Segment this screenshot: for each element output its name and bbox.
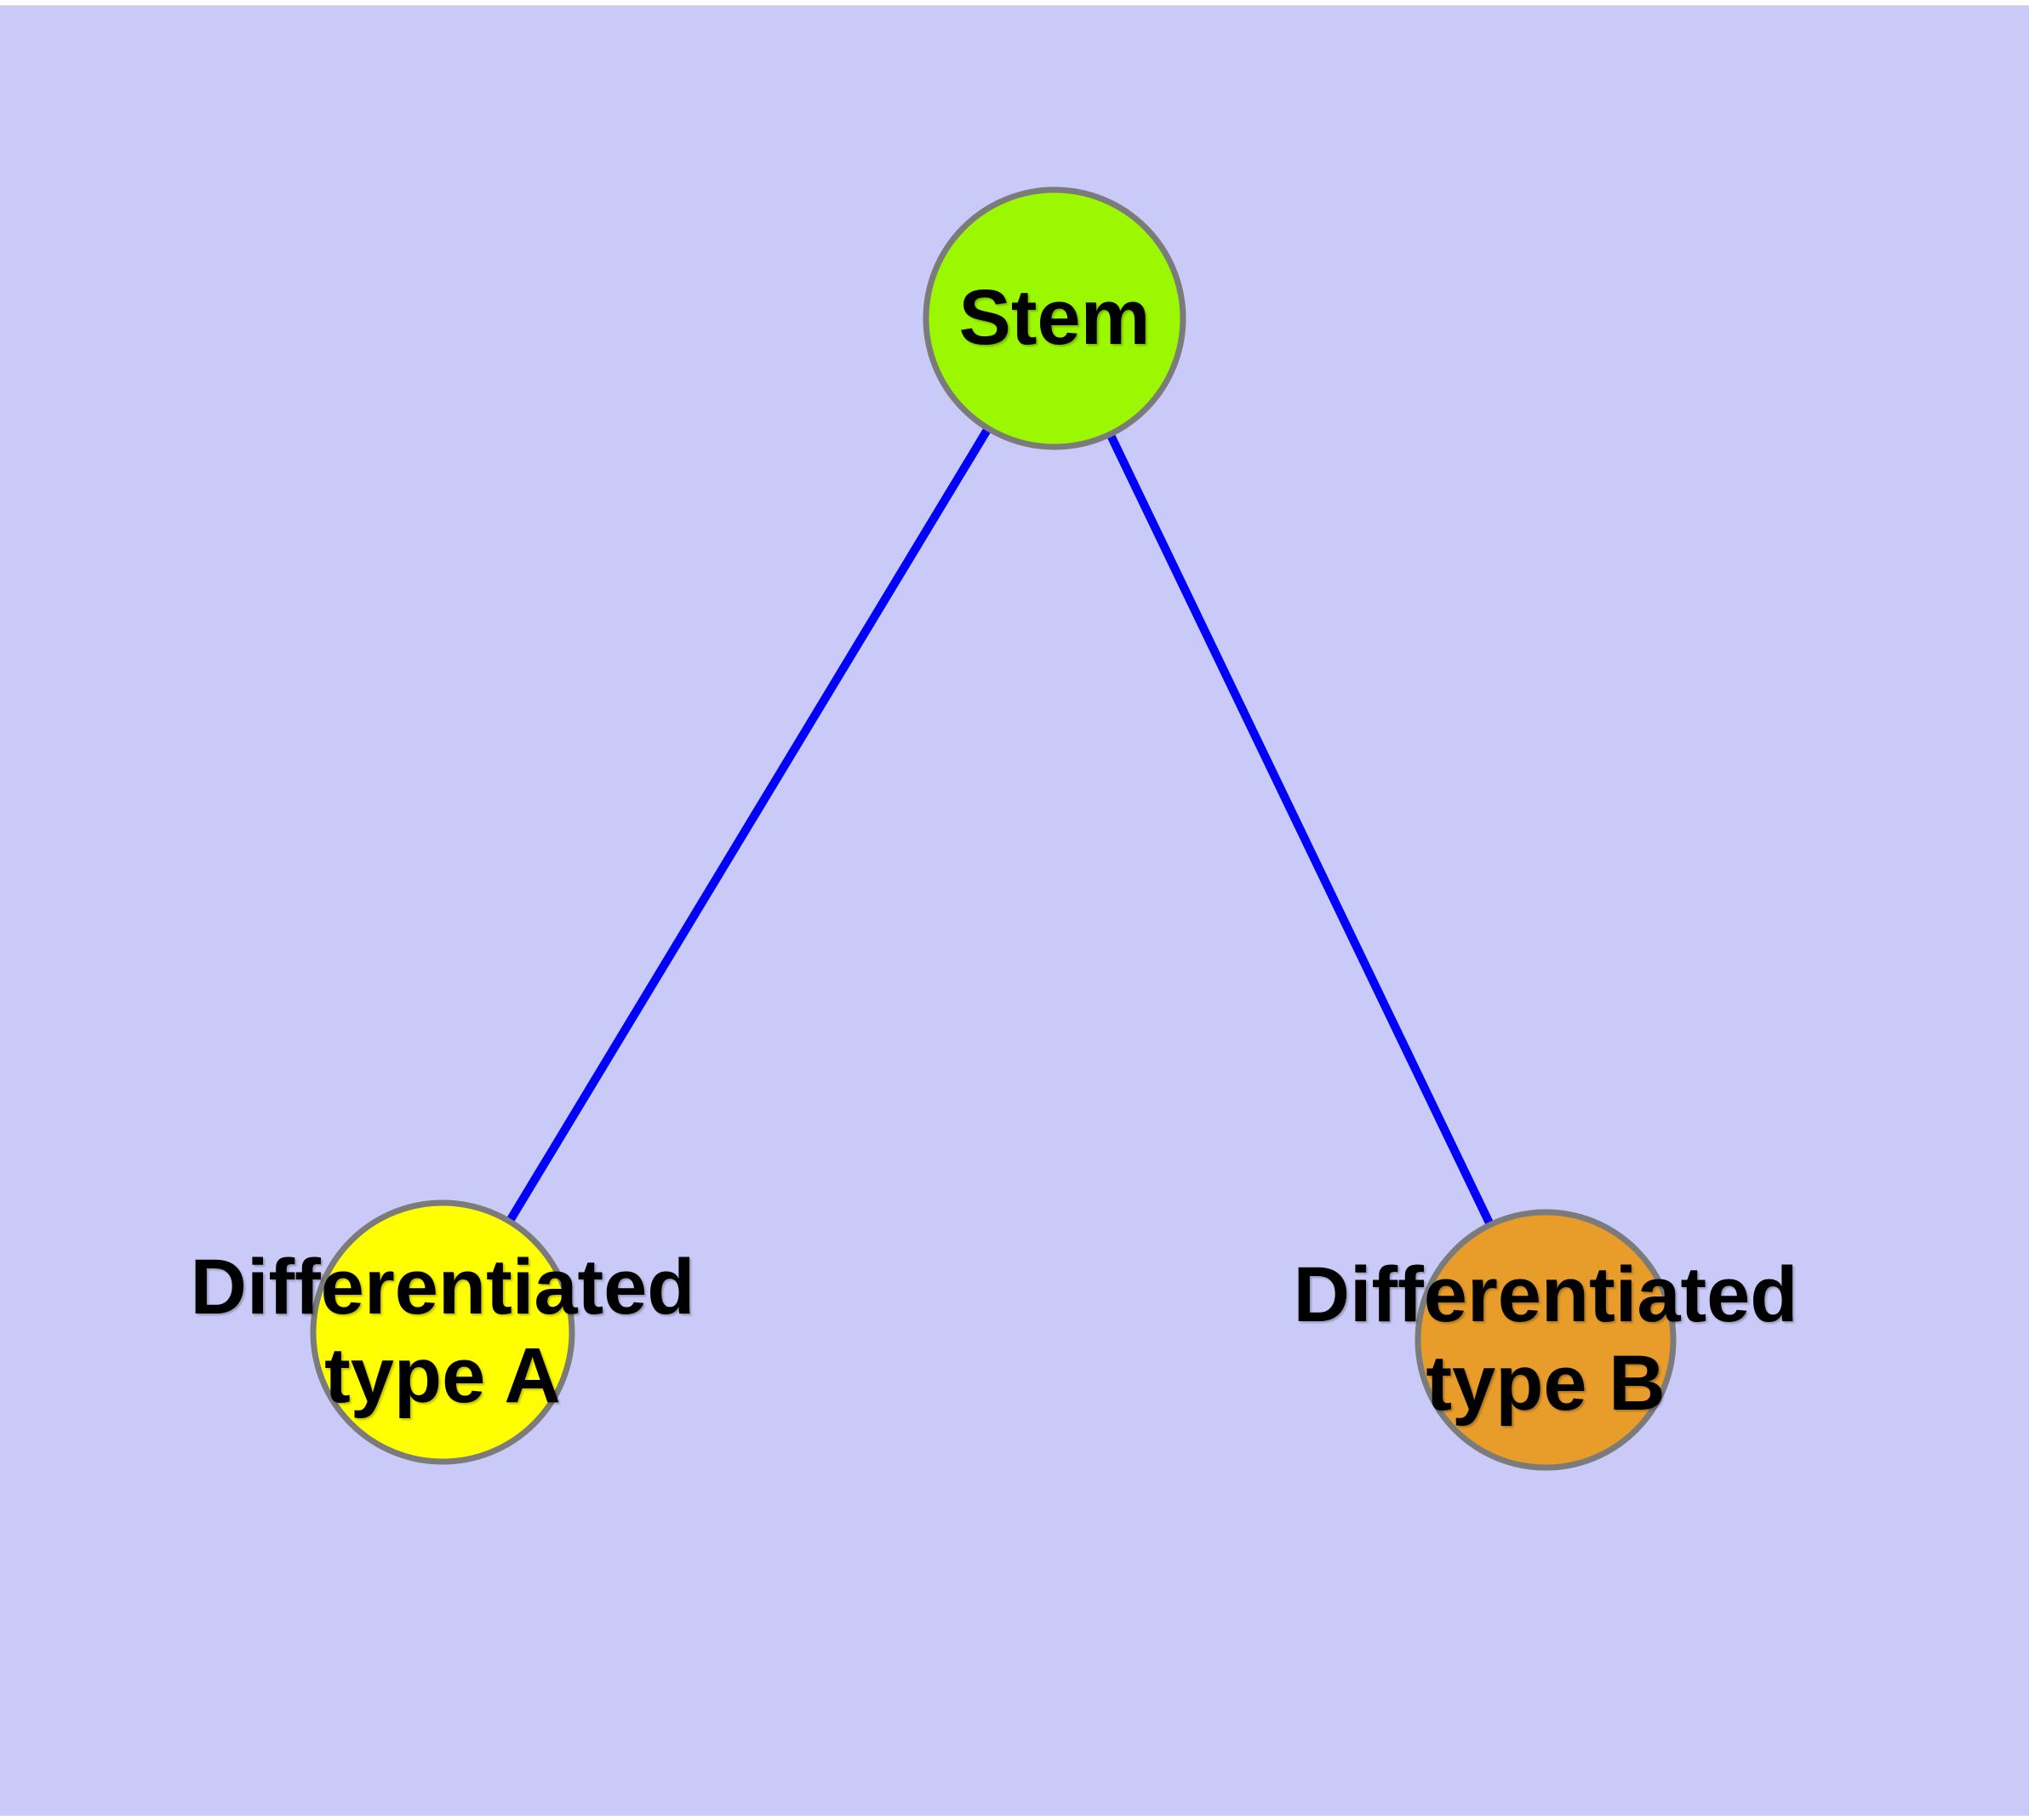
- node-label-diff-b: Differentiated type B: [1293, 1251, 1798, 1427]
- node-diff-a: [310, 1199, 575, 1465]
- top-margin: [0, 0, 2029, 6]
- edge-stem-to-diff-a: [438, 316, 1059, 1335]
- bottom-margin: [0, 1816, 2029, 1820]
- node-stem: [923, 186, 1186, 450]
- node-label-stem: Stem: [958, 274, 1151, 362]
- node-label-diff-a: Differentiated type A: [190, 1244, 695, 1419]
- node-diff-b: [1415, 1209, 1677, 1471]
- edge-stem-to-diff-b: [1050, 316, 1550, 1342]
